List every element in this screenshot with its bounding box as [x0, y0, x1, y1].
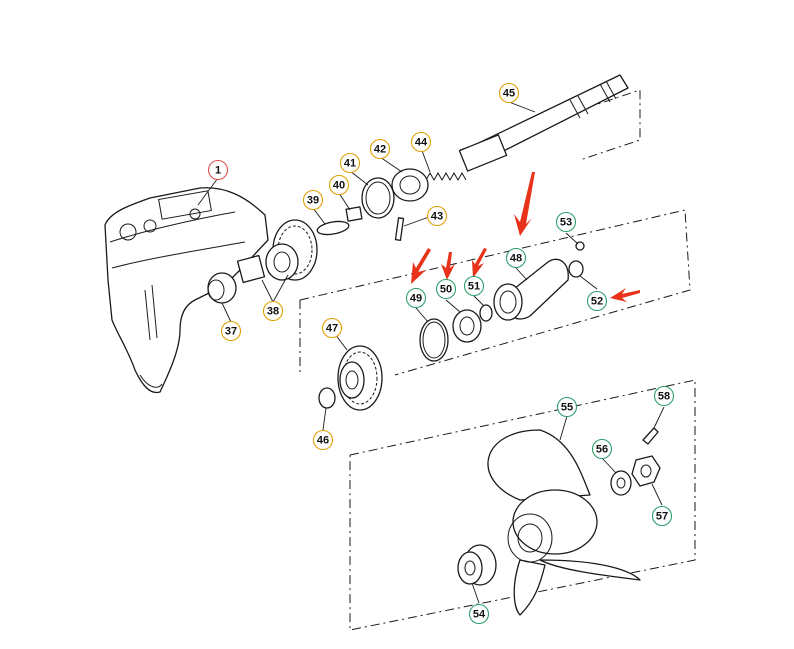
callout-number: 39	[307, 195, 319, 207]
callout-number: 43	[431, 211, 443, 223]
callout-number: 38	[267, 306, 279, 318]
callout-number: 40	[333, 180, 345, 192]
callout-43: 43	[426, 205, 448, 227]
callout-56: 56	[591, 438, 613, 460]
callout-number: 56	[596, 444, 608, 456]
callout-38: 38	[262, 300, 284, 322]
arrow-part-49	[411, 248, 431, 284]
callout-42: 42	[369, 138, 391, 160]
callout-48: 48	[505, 247, 527, 269]
callout-54: 54	[468, 603, 490, 625]
gearcase-housing	[104, 187, 269, 394]
callout-number: 50	[440, 284, 452, 296]
callout-ring	[321, 317, 343, 339]
callout-ring	[505, 247, 527, 269]
callout-ring	[498, 82, 520, 104]
arrow-part-51	[472, 248, 487, 278]
callout-46: 46	[312, 429, 334, 451]
callout-50: 50	[435, 278, 457, 300]
callout-ring	[556, 396, 578, 418]
cotter-pin-58	[642, 427, 659, 445]
callout-number: 44	[415, 137, 428, 149]
bearing-37	[207, 272, 237, 304]
callout-58: 58	[653, 385, 675, 407]
callout-number: 54	[473, 609, 486, 621]
callout-number: 1	[215, 165, 221, 177]
callout-57: 57	[651, 505, 673, 527]
washer-56	[610, 470, 632, 496]
callout-55: 55	[556, 396, 578, 418]
callout-47: 47	[321, 317, 343, 339]
forward-gear-38	[236, 219, 318, 284]
callout-ring	[302, 189, 324, 211]
callout-ring	[435, 278, 457, 300]
castle-nut-57	[631, 455, 661, 487]
callout-ring	[262, 300, 284, 322]
callout-ring	[463, 275, 485, 297]
callout-number: 45	[503, 88, 515, 100]
callout-ring	[426, 205, 448, 227]
callout-ring	[586, 290, 608, 312]
pin-43	[394, 217, 405, 241]
callout-ring	[651, 505, 673, 527]
callout-52: 52	[586, 290, 608, 312]
reverse-gear-47	[318, 345, 383, 411]
callout-number: 53	[560, 217, 572, 229]
leader-lines	[197, 101, 665, 604]
callout-40: 40	[328, 174, 350, 196]
callout-1: 1	[207, 159, 229, 181]
callout-ring	[555, 211, 577, 233]
clutch-42	[361, 168, 429, 219]
callout-ring	[312, 429, 334, 451]
callout-ring	[220, 320, 242, 342]
callout-number: 52	[591, 296, 603, 308]
plunger-39-40	[316, 206, 363, 236]
drive-shaft-45	[458, 74, 629, 172]
callout-ring	[653, 385, 675, 407]
callout-number: 51	[468, 281, 480, 293]
callout-number: 37	[225, 326, 237, 338]
callout-number: 42	[374, 144, 386, 156]
callout-number: 46	[317, 435, 329, 447]
arrow-part-50	[441, 252, 455, 280]
callout-ring	[410, 131, 432, 153]
propeller-55	[487, 429, 641, 616]
assembly-frame-lines	[299, 89, 696, 631]
bearing-50	[452, 309, 482, 343]
callout-51: 51	[463, 275, 485, 297]
callout-number: 48	[510, 253, 522, 265]
callout-number: 49	[410, 293, 422, 305]
callout-41: 41	[339, 152, 361, 174]
callout-number: 41	[344, 158, 356, 170]
callout-53: 53	[555, 211, 577, 233]
callout-49: 49	[405, 287, 427, 309]
callout-ring	[369, 138, 391, 160]
callout-39: 39	[302, 189, 324, 211]
callout-labels: 1 37 38 39 40 41 42 43 44 45 46 47 48 49 50 51 52 53 54 55 5…	[207, 82, 675, 625]
callout-ring	[591, 438, 613, 460]
callout-number: 47	[326, 323, 338, 335]
callout-ring	[405, 287, 427, 309]
callout-ring	[468, 603, 490, 625]
callout-37: 37	[220, 320, 242, 342]
thrust-hub-54	[457, 544, 497, 586]
callout-number: 57	[656, 511, 668, 523]
callout-44: 44	[410, 131, 432, 153]
arrow-part-48	[514, 172, 535, 236]
o-ring-49	[419, 318, 449, 362]
arrow-part-52	[610, 288, 640, 302]
highlight-arrows	[411, 172, 640, 302]
callout-ring	[328, 174, 350, 196]
callout-ring	[339, 152, 361, 174]
callout-number: 55	[561, 402, 573, 414]
callout-number: 58	[658, 391, 670, 403]
callout-ring	[207, 159, 229, 181]
bearing-housing-48	[493, 241, 585, 321]
seal-51	[479, 304, 493, 322]
callout-45: 45	[498, 82, 520, 104]
